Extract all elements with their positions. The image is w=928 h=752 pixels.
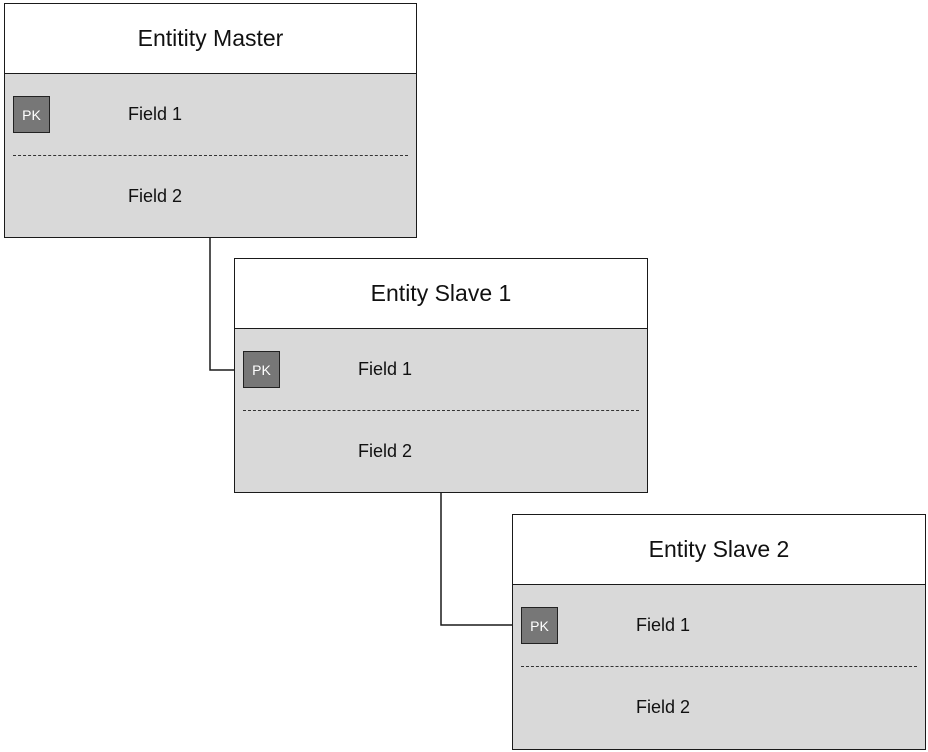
field-label: Field 1 <box>358 359 413 379</box>
field-divider <box>243 410 639 411</box>
entity-master-body: PK Field 1 Field 2 <box>5 74 416 238</box>
entity-slave-1-title: Entity Slave 1 <box>235 259 647 329</box>
field-divider <box>13 155 408 156</box>
field-divider <box>521 666 917 667</box>
entity-slave-2-field-2-row[interactable]: Field 2 <box>513 689 925 729</box>
entity-master-field-1-row[interactable]: PK Field 1 <box>5 96 416 136</box>
field-label: Field 2 <box>128 186 183 206</box>
entity-slave-1-body: PK Field 1 Field 2 <box>235 329 647 493</box>
field-label: Field 2 <box>358 441 413 461</box>
entity-slave-1-field-1-row[interactable]: PK Field 1 <box>235 351 647 391</box>
primary-key-badge: PK <box>243 351 280 388</box>
entity-slave-2-field-1-row[interactable]: PK Field 1 <box>513 607 925 647</box>
entity-master-title: Entitity Master <box>5 4 416 74</box>
entity-slave-2-body: PK Field 1 Field 2 <box>513 585 925 749</box>
entity-slave-1[interactable]: Entity Slave 1 PK Field 1 Field 2 <box>234 258 648 493</box>
entity-slave-1-field-2-row[interactable]: Field 2 <box>235 433 647 473</box>
field-label: Field 2 <box>636 697 691 717</box>
entity-master[interactable]: Entitity Master PK Field 1 Field 2 <box>4 3 417 238</box>
primary-key-badge: PK <box>521 607 558 644</box>
entity-slave-2[interactable]: Entity Slave 2 PK Field 1 Field 2 <box>512 514 926 750</box>
entity-slave-2-title: Entity Slave 2 <box>513 515 925 585</box>
entity-master-field-2-row[interactable]: Field 2 <box>5 178 416 218</box>
primary-key-badge: PK <box>13 96 50 133</box>
connector-slave1-to-slave2 <box>440 492 522 626</box>
field-label: Field 1 <box>128 104 183 124</box>
field-label: Field 1 <box>636 615 691 635</box>
